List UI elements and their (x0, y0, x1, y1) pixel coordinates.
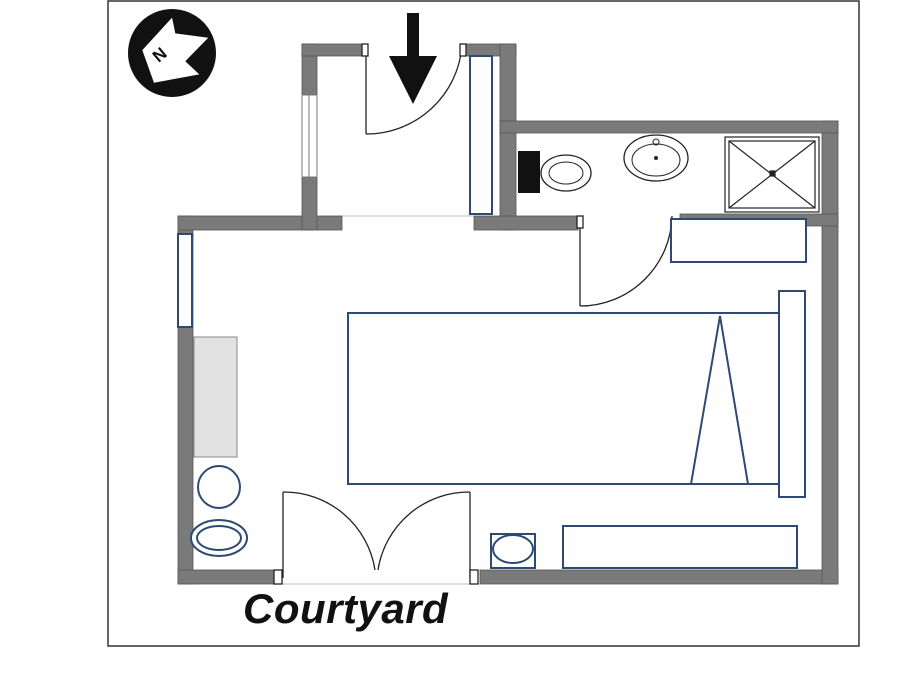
entrance-door (361, 43, 467, 135)
bed-headboard (778, 290, 806, 498)
bed-fold-line (690, 315, 749, 485)
bathroom-door (576, 215, 673, 307)
plan-frame (107, 0, 860, 647)
left-wall-shelf (177, 233, 193, 328)
round-stool (197, 465, 241, 509)
top-right-cabinet (670, 218, 807, 263)
courtyard-label: Courtyard (243, 585, 449, 632)
vestibule-window (301, 94, 318, 178)
entrance-arrow-icon (389, 13, 437, 104)
courtyard-double-door (273, 491, 479, 585)
bed (347, 312, 781, 485)
bottom-right-dresser (562, 525, 798, 569)
desk-panel (193, 336, 238, 458)
compass-icon: N (128, 9, 216, 97)
shower-tray-icon (724, 136, 820, 213)
toilet-icon (518, 151, 592, 193)
vestibule-wardrobe (469, 55, 493, 215)
nightstand-stool (492, 534, 534, 564)
furniture (177, 218, 807, 569)
opening-lines (276, 215, 480, 585)
sink-icon (623, 134, 689, 182)
